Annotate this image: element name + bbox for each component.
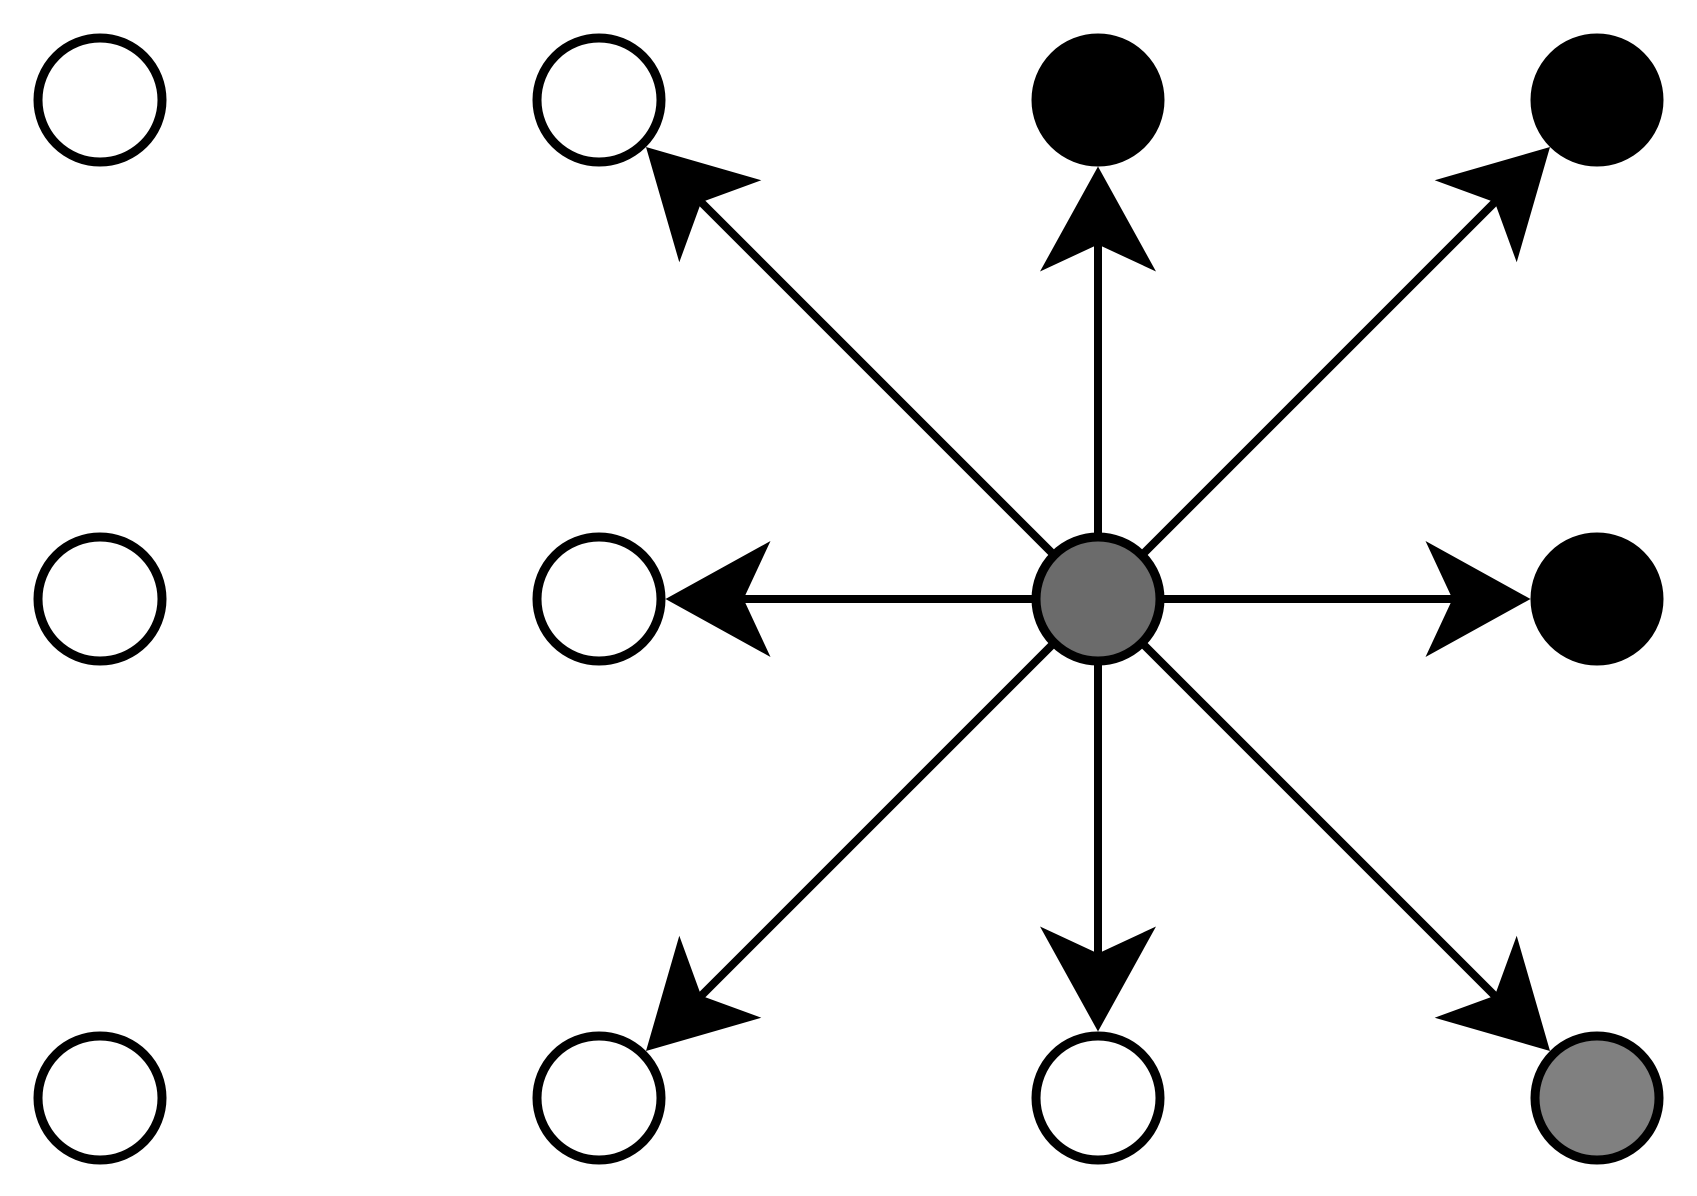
arrow-shaft-south-east: [1095, 596, 1502, 1003]
arrow-head-south-east: [1434, 935, 1550, 1051]
arrow-shaft-north-east: [1095, 195, 1502, 602]
node-empty-c0r0: [33, 33, 167, 167]
arrow-south-east: [1095, 596, 1550, 1051]
node-current-c2r1: [1031, 532, 1165, 666]
arrow-head-north-east: [1434, 147, 1550, 263]
node-empty-c2r2: [1031, 1031, 1165, 1165]
node-empty-c1r1: [532, 532, 666, 666]
arrow-south-west: [646, 596, 1101, 1051]
node-filled-c2r0: [1031, 33, 1165, 167]
node-empty-c1r2: [532, 1031, 666, 1165]
arrow-shaft-south-west: [694, 596, 1101, 1003]
node-empty-c0r1: [33, 532, 167, 666]
arrow-shaft-north-west: [694, 195, 1101, 602]
arrow-head-east: [1425, 541, 1531, 657]
node-empty-c0r2: [33, 1031, 167, 1165]
node-filled-c3r1: [1530, 532, 1664, 666]
arrow-head-north-west: [646, 147, 762, 263]
node-filled-c3r0: [1530, 33, 1664, 167]
node-layer: [33, 33, 1664, 1165]
arrow-head-south-west: [646, 935, 762, 1051]
node-empty-c1r0: [532, 33, 666, 167]
arrow-head-west: [665, 541, 771, 657]
arrow-layer: [646, 147, 1550, 1051]
arrow-head-north: [1040, 166, 1156, 272]
arrow-north-west: [646, 147, 1101, 602]
node-target-c3r2: [1530, 1031, 1664, 1165]
arrow-north-east: [1095, 147, 1550, 602]
arrow-head-south: [1040, 926, 1156, 1032]
